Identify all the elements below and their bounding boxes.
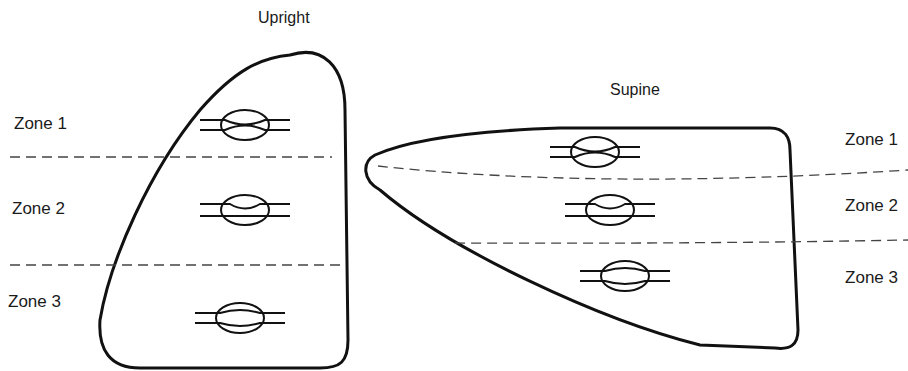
- zone-label: Zone 3: [845, 268, 898, 288]
- zone-label: Zone 1: [845, 130, 898, 150]
- zone-label: Zone 1: [14, 114, 67, 134]
- position-label: Upright: [258, 8, 310, 27]
- zone-label: Zone 2: [12, 199, 65, 219]
- zone-label: Zone 3: [8, 292, 61, 312]
- zone-label: Zone 2: [845, 196, 898, 216]
- position-label: Supine: [610, 80, 660, 99]
